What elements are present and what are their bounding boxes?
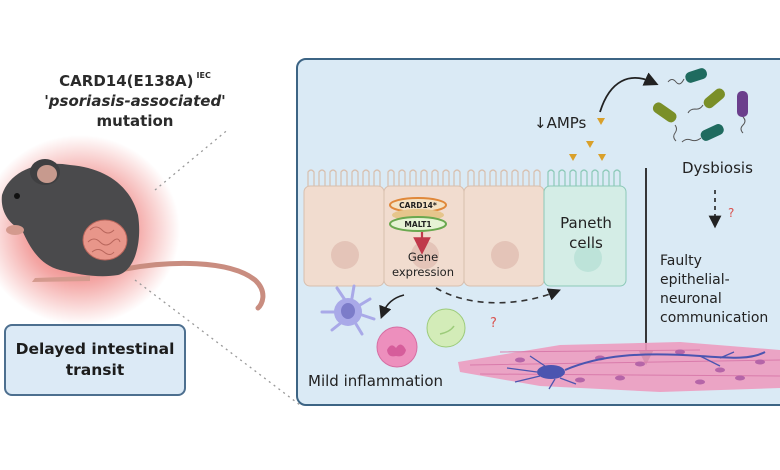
curved-arrow-to-immune: [379, 294, 405, 319]
mouse-tail: [117, 260, 266, 311]
inflammation-label: Mild inflammation: [308, 372, 443, 390]
myonucleus: [735, 375, 745, 381]
gene-expression-line1: Gene: [408, 250, 438, 264]
myonuclei: [515, 349, 765, 385]
paneth-label-line1: Paneth: [560, 214, 612, 232]
mouse-paw: [6, 225, 24, 235]
malt1-label: MALT1: [404, 220, 431, 229]
outcome-line2: transit: [65, 361, 125, 379]
myonucleus: [755, 359, 765, 365]
malt1-oval: [389, 216, 447, 232]
epithelial-cell-3: [463, 185, 545, 287]
faulty-line1: Faulty: [660, 253, 702, 269]
mutation-superscript: IEC: [196, 71, 211, 80]
zoom-line-bottom: [134, 279, 300, 406]
microvillus-row: [467, 169, 541, 186]
microvilli: [307, 169, 621, 186]
muscle-layer: [458, 342, 780, 392]
card14-label: CARD14*: [399, 201, 437, 210]
mutation-title: CARD14(E138A)IEC 'psoriasis-associated' …: [20, 66, 250, 131]
curved-arrow-to-bacteria: [599, 72, 659, 113]
myonucleus: [615, 375, 625, 381]
amp-triangles: [569, 118, 606, 161]
amp-triangle: [586, 141, 594, 148]
card14-malt1-complex: CARD14* MALT1: [389, 197, 447, 255]
bacterium: [737, 91, 748, 134]
bacterium: [652, 102, 677, 142]
myonucleus: [675, 349, 685, 355]
bacterium: [667, 68, 708, 85]
paneth-cell: [543, 185, 627, 287]
mouse-illustration: [0, 130, 300, 406]
paneth-label-line2: cells: [569, 234, 603, 252]
dysbiosis-question-mark: ?: [728, 206, 734, 220]
amp-triangle: [597, 118, 605, 125]
microvillus-row: [387, 169, 461, 186]
nucleus: [331, 241, 359, 269]
mutation-gene: CARD14(E138A): [59, 72, 194, 90]
faulty-line3: neuronal: [660, 291, 722, 307]
outcome-box: Delayed intestinal transit: [4, 324, 186, 396]
mutation-association: 'psoriasis-associated': [44, 92, 226, 110]
epithelial-cell-1: [303, 185, 385, 287]
faulty-line2: epithelial-: [660, 272, 730, 288]
dashed-arrow-to-paneth: [435, 287, 561, 304]
mutation-word: mutation: [96, 112, 174, 130]
bacterium: [687, 88, 726, 114]
zoom-line-top: [154, 130, 229, 191]
outcome-line1: Delayed intestinal: [15, 340, 175, 358]
enteric-neuron: [506, 351, 766, 390]
microvillus-row: [547, 169, 621, 186]
bacterium: [681, 124, 724, 143]
myonucleus: [695, 379, 705, 385]
microvillus-row: [307, 169, 381, 186]
dendritic-cell: [320, 284, 376, 336]
paneth-nucleus: [574, 244, 602, 272]
lymphocyte: [426, 308, 466, 348]
myonucleus: [715, 367, 725, 373]
mouse-intestine-icon: [82, 219, 128, 261]
myonucleus: [635, 361, 645, 367]
intestine-folds: [87, 226, 121, 255]
neutrophil: [376, 326, 418, 368]
amp-triangle: [598, 154, 606, 161]
myonucleus: [515, 357, 525, 363]
mouse-eye: [14, 193, 20, 199]
faulty-line4: communication: [660, 310, 768, 326]
nucleus: [491, 241, 519, 269]
amps-label: ↓AMPs: [534, 114, 587, 132]
myonucleus: [575, 377, 585, 383]
mouse-foot: [32, 276, 90, 282]
mouse-ear-inner: [37, 165, 57, 183]
bacteria-group: [652, 68, 748, 143]
inflammation-question-mark: ?: [490, 316, 497, 331]
gene-expression-line2: expression: [392, 265, 454, 279]
amp-triangle: [569, 154, 577, 161]
dysbiosis-label: Dysbiosis: [682, 159, 753, 177]
